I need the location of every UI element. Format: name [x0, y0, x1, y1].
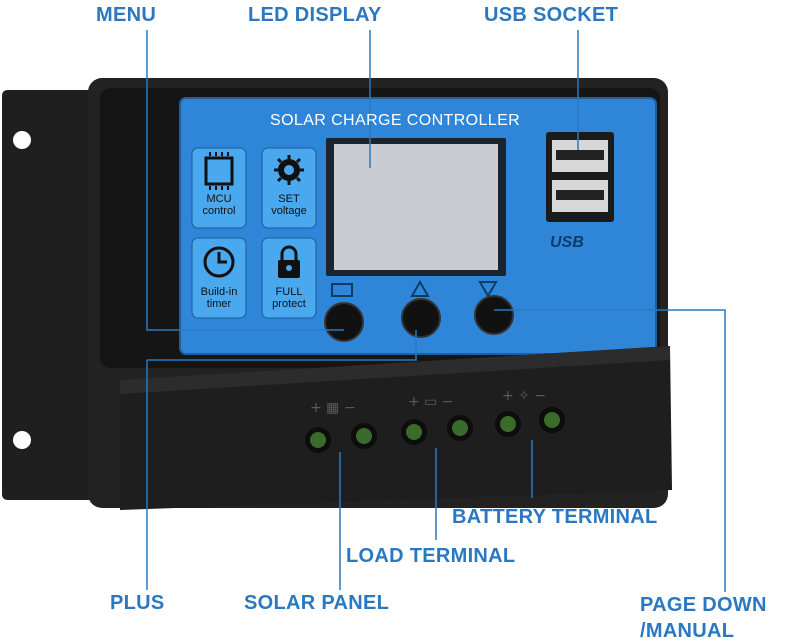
callout-plus: PLUS [110, 592, 165, 614]
plus-button[interactable] [401, 298, 441, 338]
callout-load-terminal: LOAD TERMINAL [346, 545, 516, 567]
svg-text:+ ✧ −: + ✧ − [502, 388, 546, 404]
usb-socket[interactable] [546, 132, 614, 222]
terminal-screws [305, 407, 565, 453]
badge-label-full-protect: FULL protect [272, 286, 306, 310]
usb-logo: USB [550, 234, 584, 251]
triangle-down-icon [478, 281, 498, 299]
chip-icon [204, 156, 234, 186]
callout-led-display: LED DISPLAY [248, 4, 382, 26]
triangle-up-icon [410, 279, 430, 297]
feature-badge-timer [191, 237, 247, 319]
callout-usb-socket: USB SOCKET [484, 4, 619, 26]
feature-badge-mcu [191, 147, 247, 229]
callout-page-down-line2: /MANUAL [640, 620, 735, 642]
callout-lines [146, 30, 726, 592]
svg-text:+ ▭ −: + ▭ − [408, 394, 454, 410]
callout-page-down-line1: PAGE DOWN [640, 594, 767, 616]
callout-menu: MENU [96, 4, 157, 26]
feature-badge-set-voltage [261, 147, 317, 229]
clock-icon [203, 246, 235, 278]
svg-text:+ ▦ −: + ▦ − [310, 400, 356, 416]
callout-battery-terminal: BATTERY TERMINAL [452, 506, 658, 528]
callout-solar-panel: SOLAR PANEL [244, 592, 390, 614]
menu-button[interactable] [324, 302, 364, 342]
terminal-block [120, 346, 672, 510]
menu-symbol-icon [331, 283, 353, 297]
panel-title: SOLAR CHARGE CONTROLLER [270, 112, 521, 129]
feature-badge-full-protect [261, 237, 317, 319]
led-display [334, 144, 498, 270]
page-down-button[interactable] [474, 295, 514, 335]
badge-label-set-voltage: SET voltage [271, 193, 307, 217]
badge-label-mcu: MCU control [202, 193, 236, 217]
badge-label-timer: Build-in timer [200, 286, 238, 310]
terminal-symbols: + ▦ − + ▭ − + ✧ − [310, 388, 546, 416]
